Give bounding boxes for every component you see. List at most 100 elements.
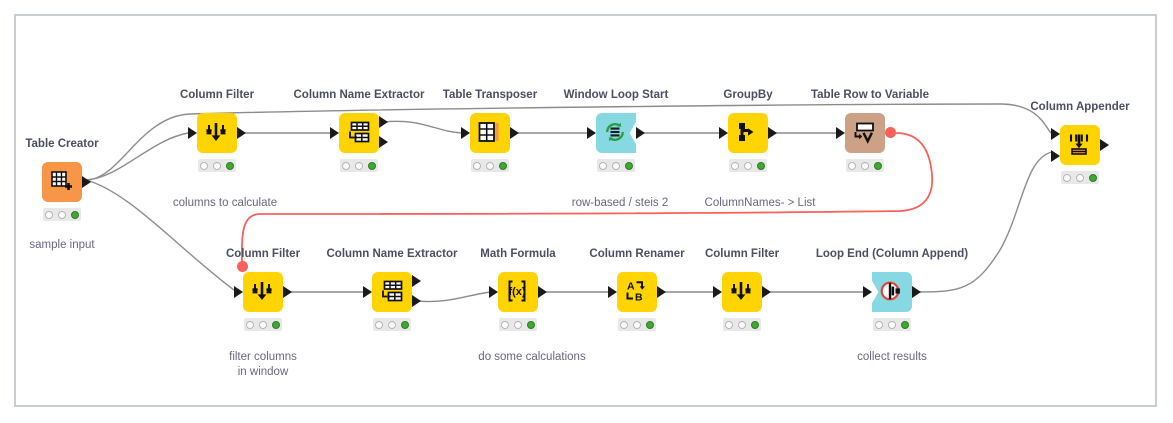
node-title-column-renamer: Column Renamer <box>589 248 685 260</box>
status-led-3 <box>526 320 535 329</box>
node-body-column-appender[interactable] <box>1060 125 1100 165</box>
node-status-column-filter-bottom <box>244 318 282 331</box>
status-led-1 <box>246 320 255 329</box>
table-plus-icon <box>49 169 75 195</box>
status-led-1 <box>725 320 734 329</box>
node-annotation-math-formula: do some calculations <box>478 351 586 363</box>
input-port-column-filter-bottom2[interactable] <box>713 286 722 298</box>
input-port-column-renamer[interactable] <box>608 286 617 298</box>
node-body-column-name-extractor-top[interactable] <box>339 113 379 153</box>
input-port-groupby[interactable] <box>719 127 728 139</box>
status-led-3 <box>498 161 507 170</box>
node-status-table-row-to-variable <box>846 159 884 172</box>
node-status-column-renamer <box>618 318 656 331</box>
output-port-loop-end-column-append[interactable] <box>912 286 921 298</box>
svg-text:A: A <box>627 281 635 293</box>
node-body-column-filter-bottom[interactable] <box>243 272 283 312</box>
status-led-3 <box>756 161 765 170</box>
input-port-table-row-to-variable[interactable] <box>836 127 845 139</box>
status-led-2 <box>737 320 746 329</box>
input-port-window-loop-start[interactable] <box>587 127 596 139</box>
node-title-column-filter-top: Column Filter <box>179 89 255 101</box>
output-port-column-renamer[interactable] <box>657 286 666 298</box>
node-body-table-transposer[interactable] <box>470 113 510 153</box>
input-port-loop-end-column-append[interactable] <box>863 286 872 298</box>
output-port-2-column-name-extractor-top[interactable] <box>379 136 388 148</box>
node-body-math-formula[interactable]: f(x) <box>498 272 538 312</box>
status-led-1 <box>599 161 608 170</box>
node-body-column-filter-bottom2[interactable] <box>722 272 762 312</box>
output-port-1-column-name-extractor-bottom[interactable] <box>412 275 421 287</box>
output-port-math-formula[interactable] <box>538 286 547 298</box>
node-body-column-name-extractor-bottom[interactable] <box>372 272 412 312</box>
status-led-2 <box>632 320 641 329</box>
status-led-1 <box>1063 173 1072 182</box>
column-filter-icon <box>204 120 230 146</box>
output-port-column-filter-bottom[interactable] <box>283 286 292 298</box>
status-led-3 <box>873 161 882 170</box>
node-body-table-creator[interactable] <box>42 162 82 202</box>
node-status-math-formula <box>499 318 537 331</box>
output-port-column-filter-bottom2[interactable] <box>762 286 771 298</box>
svg-text:B: B <box>635 292 643 304</box>
status-led-3 <box>400 320 409 329</box>
status-led-3 <box>900 320 909 329</box>
output-port-table-creator[interactable] <box>82 176 91 188</box>
node-body-loop-end-column-append[interactable] <box>872 272 912 312</box>
node-status-table-creator <box>43 208 81 221</box>
node-title-column-filter-bottom: Column Filter <box>225 248 301 260</box>
status-led-2 <box>354 161 363 170</box>
input-port-math-formula[interactable] <box>489 286 498 298</box>
output-port-2-column-name-extractor-bottom[interactable] <box>412 295 421 307</box>
node-body-column-filter-top[interactable] <box>197 113 237 153</box>
output-port-groupby[interactable] <box>768 127 777 139</box>
node-status-table-transposer <box>471 159 509 172</box>
input-port-1-column-appender[interactable] <box>1051 128 1060 140</box>
node-title-table-row-to-variable: Table Row to Variable <box>810 89 930 101</box>
input-port-column-filter-top[interactable] <box>188 127 197 139</box>
status-led-1 <box>200 161 209 170</box>
status-led-1 <box>45 210 54 219</box>
input-port-2-column-appender[interactable] <box>1051 150 1060 162</box>
flow-variable-input-port-column-filter-bottom[interactable] <box>237 261 248 272</box>
status-led-3 <box>271 320 280 329</box>
node-title-table-creator: Table Creator <box>25 138 99 150</box>
status-led-3 <box>1088 173 1097 182</box>
output-port-1-column-name-extractor-top[interactable] <box>379 116 388 128</box>
node-title-column-name-extractor-top: Column Name Extractor <box>293 89 425 101</box>
node-status-column-name-extractor-bottom <box>373 318 411 331</box>
output-port-column-appender[interactable] <box>1100 139 1109 151</box>
node-title-window-loop-start: Window Loop Start <box>563 89 669 101</box>
input-port-column-filter-bottom[interactable] <box>234 286 243 298</box>
status-led-2 <box>860 161 869 170</box>
input-port-column-name-extractor-top[interactable] <box>330 127 339 139</box>
status-led-1 <box>375 320 384 329</box>
table-transposer-icon <box>477 120 503 146</box>
status-led-2 <box>887 320 896 329</box>
node-annotation-column-filter-bottom: filter columns in window <box>229 351 297 378</box>
status-led-3 <box>645 320 654 329</box>
node-body-table-row-to-variable[interactable] <box>845 113 885 153</box>
node-body-window-loop-start[interactable] <box>596 113 636 153</box>
node-body-groupby[interactable] <box>728 113 768 153</box>
column-filter-icon <box>729 279 755 305</box>
status-led-2 <box>387 320 396 329</box>
node-status-column-filter-top <box>198 159 236 172</box>
status-led-2 <box>611 161 620 170</box>
output-port-column-filter-top[interactable] <box>237 127 246 139</box>
status-led-1 <box>501 320 510 329</box>
node-annotation-window-loop-start: row-based / steis 2 <box>571 197 669 209</box>
status-led-3 <box>70 210 79 219</box>
flow-variable-output-port-table-row-to-variable[interactable] <box>885 127 896 138</box>
node-annotation-column-filter-top: columns to calculate <box>172 197 278 209</box>
status-led-1 <box>473 161 482 170</box>
status-led-3 <box>624 161 633 170</box>
node-status-window-loop-start <box>597 159 635 172</box>
input-port-column-name-extractor-bottom[interactable] <box>363 286 372 298</box>
status-led-3 <box>750 320 759 329</box>
output-port-table-transposer[interactable] <box>510 127 519 139</box>
output-port-window-loop-start[interactable] <box>636 127 645 139</box>
input-port-table-transposer[interactable] <box>461 127 470 139</box>
node-title-math-formula: Math Formula <box>480 248 556 260</box>
